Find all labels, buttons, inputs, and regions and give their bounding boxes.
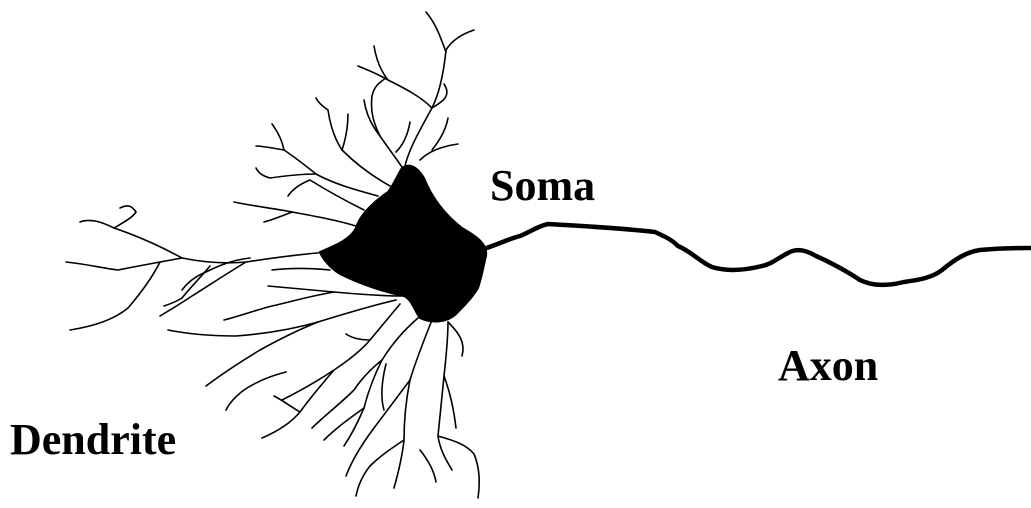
axon-label: Axon <box>778 344 878 388</box>
left-dendrites <box>66 202 356 330</box>
soma-body <box>320 166 486 322</box>
soma-label: Soma <box>490 164 595 208</box>
apical-dendrites <box>256 12 474 210</box>
axon-line <box>480 224 1031 285</box>
dendrite-label: Dendrite <box>10 418 176 462</box>
